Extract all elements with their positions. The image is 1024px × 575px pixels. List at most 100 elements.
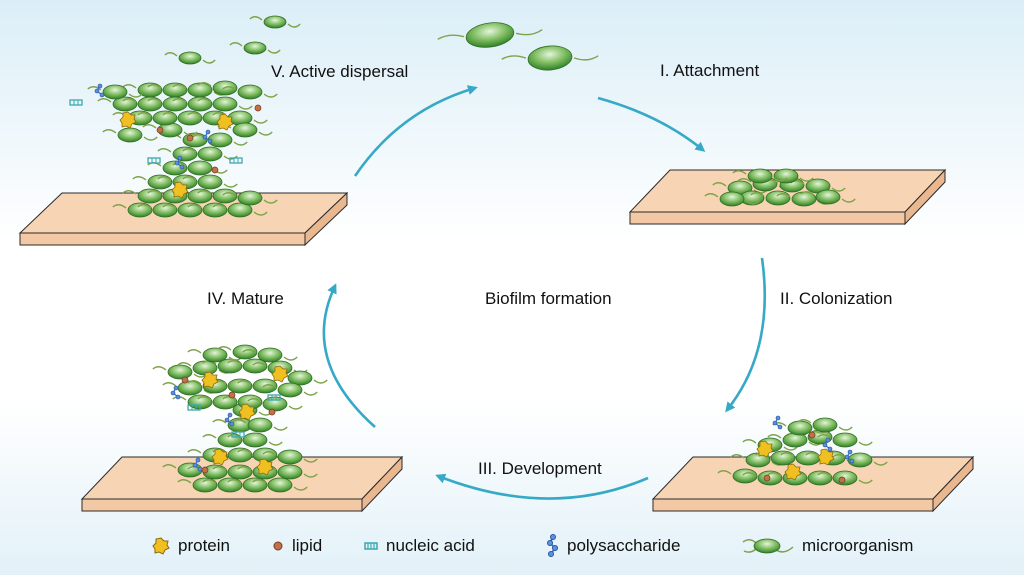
arrow-dispersal-to-attachment — [353, 85, 478, 177]
microorganism-icon — [742, 538, 794, 554]
protein — [201, 371, 219, 389]
lipid — [201, 466, 209, 474]
legend-item-protein: protein — [150, 533, 230, 559]
free-cells — [164, 15, 599, 71]
lipid — [268, 408, 276, 416]
cell-clusters — [69, 15, 888, 493]
microorganism — [102, 127, 158, 143]
protein — [784, 463, 802, 481]
microorganism — [97, 96, 153, 112]
polysaccharide — [202, 129, 213, 144]
microorganism — [501, 45, 599, 71]
protein — [271, 365, 289, 383]
microorganism — [182, 146, 238, 162]
cluster-mature — [152, 344, 328, 493]
legend-label-protein: protein — [178, 536, 230, 555]
protein — [756, 440, 774, 458]
microorganism — [187, 378, 243, 394]
microorganism — [87, 84, 143, 100]
legend-label-lipid: lipid — [292, 536, 323, 555]
nucleic-acid — [267, 394, 281, 401]
protein — [119, 111, 137, 129]
lipid — [228, 391, 236, 399]
microorganism — [177, 477, 233, 493]
microorganism — [197, 96, 253, 112]
microorganism — [164, 51, 216, 65]
lipid — [186, 134, 194, 142]
microorganism — [242, 347, 298, 363]
microorganism — [227, 432, 283, 448]
lipid — [808, 431, 816, 439]
protein-icon — [152, 537, 170, 555]
microorganism — [222, 190, 278, 206]
lipid — [838, 476, 846, 484]
protein — [211, 448, 229, 466]
substrates — [18, 168, 975, 513]
microorganism — [232, 417, 288, 433]
microorganism — [704, 191, 760, 207]
lipid — [254, 104, 262, 112]
polysaccharide — [224, 412, 235, 427]
cycle-arrows — [322, 85, 767, 500]
lipid — [181, 376, 189, 384]
polysaccharide — [772, 415, 783, 430]
nucleic-acid — [229, 157, 243, 164]
lipid — [211, 166, 219, 174]
legend-item-polysaccharide: polysaccharide — [545, 533, 680, 559]
legend-item-microorganism: microorganism — [740, 533, 913, 559]
microorganism — [797, 417, 853, 433]
arrow-attachment-to-colonization — [597, 96, 706, 152]
microorganism — [152, 364, 208, 380]
polysaccharide — [170, 385, 181, 400]
lipid — [156, 126, 164, 134]
stage-label-mature: IV. Mature — [207, 289, 284, 308]
lipid — [763, 474, 771, 482]
protein — [817, 448, 835, 466]
microorganism — [187, 202, 243, 218]
arrow-mature-to-dispersal — [322, 283, 376, 428]
microorganism — [162, 380, 218, 396]
microorganism — [252, 477, 308, 493]
protein — [256, 458, 274, 476]
substrate-mature — [80, 455, 404, 513]
cluster-development — [717, 415, 888, 486]
stage-label-attachment: I. Attachment — [660, 61, 760, 80]
polysaccharide — [822, 437, 833, 452]
microorganism — [767, 432, 823, 448]
microorganism — [212, 202, 268, 218]
legend-item-nucleic-acid: nucleic acid — [362, 533, 475, 559]
nucleic-acid-icon — [364, 542, 378, 550]
microorganism — [249, 15, 301, 29]
cluster-dispersal — [69, 80, 278, 218]
microorganism — [187, 347, 243, 363]
substrate-attachment — [628, 168, 947, 226]
legend: protein lipid nucleic acid polysaccharid… — [0, 533, 1024, 563]
arrow-development-to-mature — [435, 473, 649, 500]
legend-item-lipid: lipid — [270, 533, 322, 559]
microorganism — [272, 370, 328, 386]
lipid-icon — [273, 541, 283, 551]
protein — [171, 181, 189, 199]
polysaccharide-icon — [547, 534, 558, 557]
microorganism — [262, 382, 318, 398]
arrow-colonization-to-development — [725, 257, 767, 413]
nucleic-acid — [187, 404, 201, 411]
nucleic-acid — [147, 157, 161, 164]
stage-label-colonization: II. Colonization — [780, 289, 893, 308]
microorganism — [222, 84, 278, 100]
microorganism — [229, 41, 281, 55]
microorganism — [262, 449, 318, 465]
legend-label-nucleic-acid: nucleic acid — [386, 536, 475, 555]
polysaccharide — [844, 449, 855, 464]
protein — [216, 113, 234, 131]
nucleic-acid — [231, 431, 245, 438]
nucleic-acid — [69, 99, 83, 106]
diagram-title: Biofilm formation — [485, 289, 612, 308]
stage-label-dispersal: V. Active dispersal — [271, 62, 409, 81]
polysaccharide — [174, 155, 185, 170]
microorganism — [217, 122, 273, 138]
legend-label-microorganism: microorganism — [802, 536, 914, 555]
microorganism — [800, 189, 856, 205]
cluster-attachment — [704, 168, 856, 207]
